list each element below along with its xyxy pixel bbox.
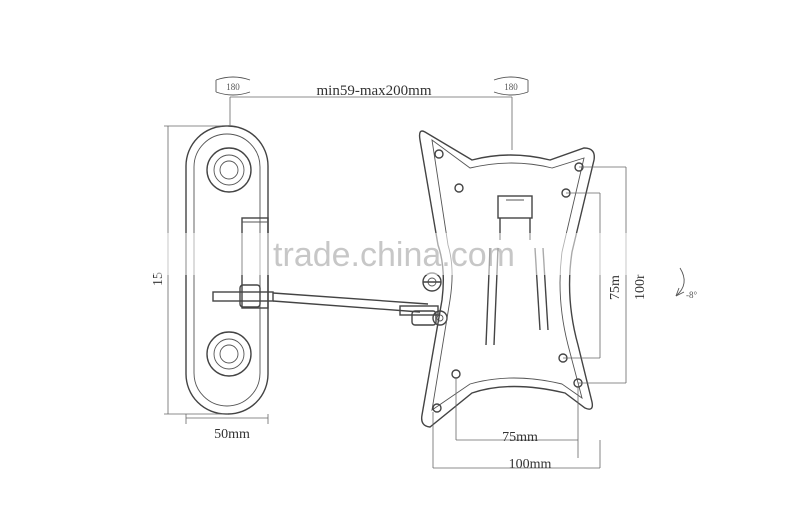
watermark-text: trade.china.com — [273, 236, 515, 274]
swivel-indicator-right: 180 — [493, 76, 529, 96]
tilt-label: -8° — [686, 290, 697, 300]
arm-extension-label: min59-max200mm — [317, 83, 432, 99]
swivel-left-label: 180 — [226, 82, 240, 92]
wall-plate-height-label: 15 — [151, 272, 166, 286]
tilt-arrow-icon — [675, 267, 685, 297]
wall-plate-width-label: 50mm — [214, 427, 250, 442]
vesa-outer-width-label: 100mm — [509, 457, 552, 472]
vesa-inner-height-label: 75m — [608, 275, 623, 300]
wall-plate-top-hole — [206, 147, 252, 193]
dimension-lines — [164, 96, 627, 469]
extension-arm — [212, 284, 439, 326]
swivel-right-label: 180 — [504, 82, 518, 92]
vesa-inner-width-label: 75mm — [502, 430, 538, 445]
vesa-plate — [418, 130, 595, 428]
swivel-indicator-left: 180 — [215, 76, 251, 96]
vesa-holes — [432, 149, 584, 413]
wall-plate-bottom-hole — [206, 331, 252, 377]
vesa-outer-height-label: 100r — [633, 274, 648, 300]
